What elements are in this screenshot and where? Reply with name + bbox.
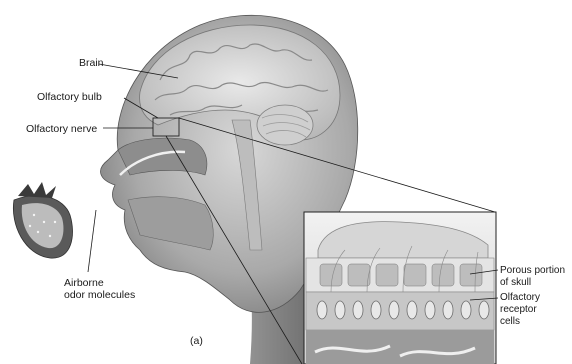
porous-label-line2: of skull: [500, 277, 531, 288]
airborne-leader: [88, 210, 96, 272]
olfactory-bulb-label: Olfactory bulb: [37, 91, 102, 103]
porous-label-line1: Porous portion: [500, 265, 565, 276]
receptor-label-line3: cells: [500, 316, 520, 327]
receptor-label-line2: receptor: [500, 304, 537, 315]
brain-label: Brain: [79, 57, 104, 69]
receptor-label-line1: Olfactory: [500, 292, 540, 303]
strawberry-icon: [13, 182, 72, 258]
airborne-label-line2: odor molecules: [64, 289, 135, 301]
nasal-cavity: [118, 138, 207, 175]
panel-label: (a): [190, 335, 203, 347]
strawberry-leaves: [18, 182, 56, 198]
olfactory-nerve-label: Olfactory nerve: [26, 123, 97, 135]
airborne-label-line1: Airborne: [64, 277, 104, 289]
